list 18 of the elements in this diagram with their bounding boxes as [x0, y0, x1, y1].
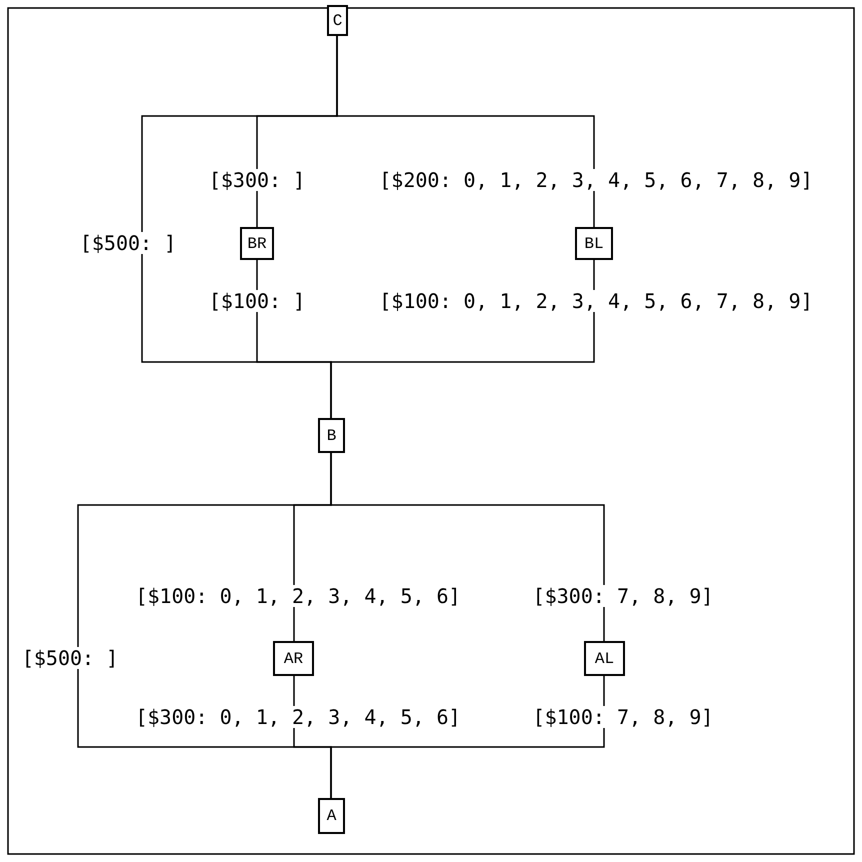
node-label: B — [326, 426, 336, 444]
connector-line — [330, 453, 605, 641]
node-label: A — [326, 807, 336, 825]
connector-line — [330, 676, 605, 798]
node-box — [273, 641, 314, 676]
node-box — [575, 227, 613, 260]
node-box — [240, 227, 274, 260]
node-label: BR — [247, 234, 267, 252]
node-label: AL — [594, 650, 614, 668]
node-box — [318, 418, 345, 453]
node-label: C — [332, 12, 342, 30]
connector-line — [336, 36, 595, 227]
node-box — [318, 798, 345, 834]
node-label: AR — [284, 650, 304, 668]
node-box — [584, 641, 625, 676]
connector-line — [330, 260, 595, 418]
node-box — [327, 5, 348, 36]
node-label: BL — [584, 234, 604, 252]
